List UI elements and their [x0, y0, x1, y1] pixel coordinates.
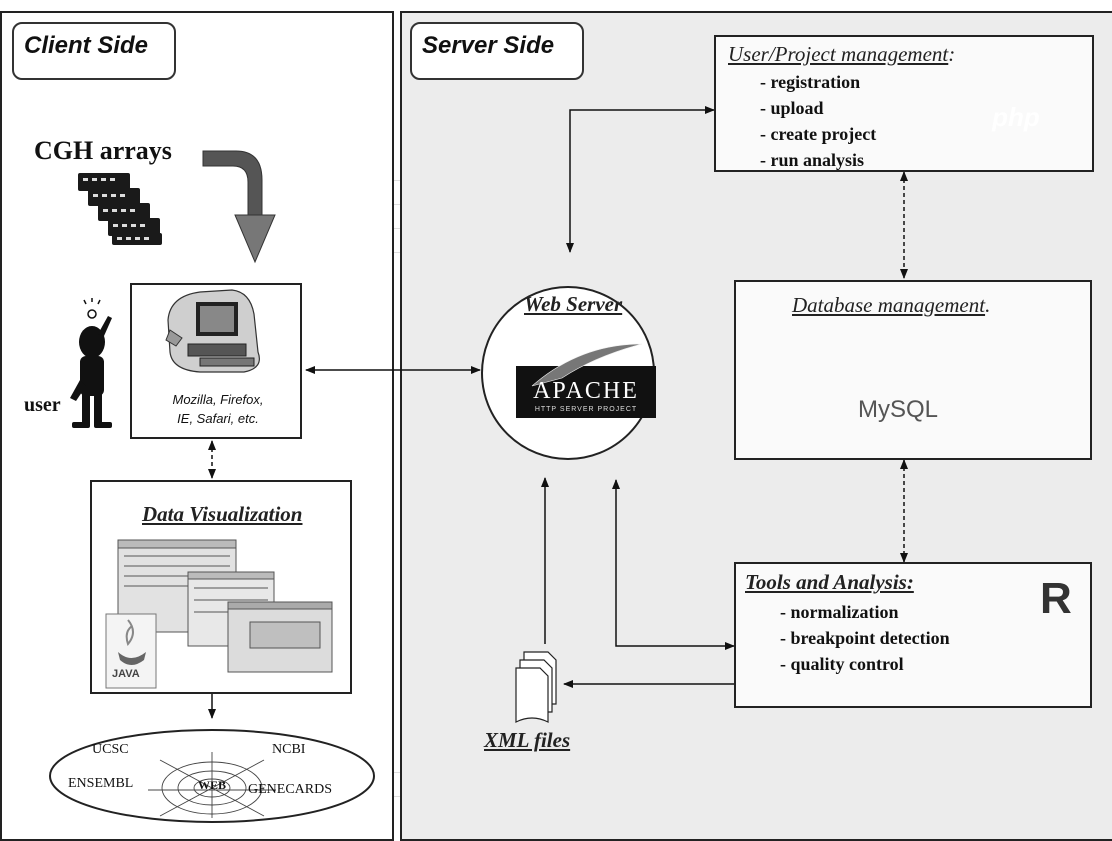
browser-caption-line: IE, Safari, etc. — [177, 411, 259, 426]
web-resource-ncbi[interactable]: NCBI — [272, 742, 306, 757]
visualization-screenshots — [117, 539, 333, 673]
cgh-arrays-label: CGH arrays — [34, 136, 172, 165]
database-management-title: Database management — [792, 293, 986, 317]
apache-sub-text: HTTP SERVER PROJECT — [534, 406, 638, 413]
web-resource-ucsc[interactable]: UCSC — [92, 742, 129, 757]
user-mgmt-item-run-analysis: - run analysis — [760, 150, 865, 170]
tools-analysis-box — [734, 562, 1092, 708]
user-project-management-title-suffix: : — [948, 42, 956, 66]
mysql-logo-text: MySQL — [858, 396, 939, 423]
webserver-tools-arrow — [612, 479, 735, 650]
web-center-label: WEB — [198, 778, 227, 792]
web-resources-cloud — [49, 729, 375, 823]
database-management-box — [734, 280, 1092, 460]
user-project-management-title: User/Project management — [728, 42, 949, 66]
browser-caption: Mozilla, Firefox, IE, Safari, etc. — [138, 390, 298, 428]
cgh-arrays-icon — [78, 173, 162, 245]
php-logo-text: php — [992, 102, 1040, 132]
computer-browser-icon — [165, 289, 260, 373]
database-management-title-suffix: . — [985, 293, 991, 317]
client-side-label: Client Side — [12, 22, 176, 80]
web-resource-ensembl[interactable]: ENSEMBL — [68, 776, 134, 791]
apache-logo-text: APACHE — [533, 378, 639, 404]
user-label: user — [24, 394, 61, 416]
tools-item-quality-control: - quality control — [780, 654, 904, 674]
database-management-heading: Database management. — [792, 293, 990, 318]
user-project-management-box — [714, 35, 1094, 172]
server-side-label: Server Side — [410, 22, 584, 80]
java-logo-icon — [105, 613, 157, 689]
apache-logo-icon — [516, 343, 656, 418]
data-visualization-title: Data Visualization — [142, 502, 303, 526]
user-figure-icon — [70, 298, 112, 428]
spider-web-icon — [148, 752, 276, 818]
r-logo-text: R — [1040, 574, 1072, 623]
webserver-usermgmt-arrow — [566, 106, 715, 253]
client-side-panel — [0, 11, 394, 841]
browser-box — [130, 283, 302, 439]
xml-files-icon — [515, 651, 557, 723]
user-mgmt-item-create-project: - create project — [760, 124, 877, 144]
data-visualization-box — [90, 480, 352, 694]
tools-analysis-title: Tools and Analysis: — [745, 570, 914, 594]
user-project-management-heading: User/Project management: — [728, 42, 955, 67]
user-mgmt-item-upload: - upload — [760, 98, 824, 118]
java-logo-text: JAVA — [112, 668, 140, 680]
tools-item-normalization: - normalization — [780, 602, 899, 622]
xml-files-label: XML files — [484, 728, 571, 752]
browser-caption-line: Mozilla, Firefox, — [172, 392, 264, 407]
user-mgmt-item-registration: - registration — [760, 72, 861, 92]
web-resource-genecards[interactable]: GENECARDS — [248, 782, 333, 797]
tools-item-breakpoint-detection: - breakpoint detection — [780, 628, 950, 648]
cgh-flow-arrow — [202, 150, 276, 264]
web-server-title: Web Server — [524, 292, 623, 316]
